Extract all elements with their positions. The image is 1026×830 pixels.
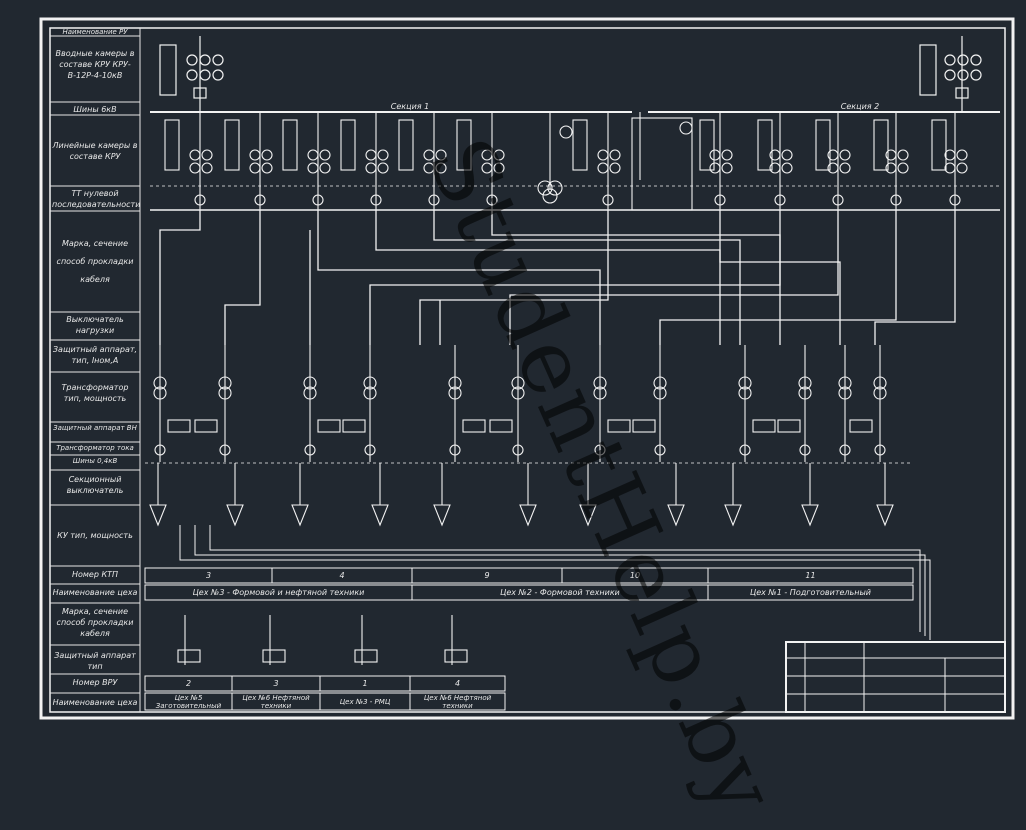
bus-section-1-label: Секция 1 — [390, 102, 430, 111]
feeder-cell — [398, 112, 447, 210]
vru-number: 1 — [362, 679, 368, 688]
inner-frame — [49, 27, 1006, 713]
feeder-cell — [873, 112, 909, 210]
ktp-unit — [738, 345, 812, 462]
label-cable: Марка, сечение способ прокладки кабеля — [56, 239, 134, 284]
label-vru-protection: Защитный аппарат тип — [54, 651, 136, 671]
ktp-table — [144, 567, 914, 601]
label-ru-name: Наименование РУ — [62, 28, 128, 36]
capacitor-bank — [876, 463, 894, 527]
label-incoming-cells: Вводные камеры в составе КРУ КРУ-В-12Р-4… — [55, 49, 135, 80]
vru-number: 4 — [454, 679, 461, 688]
bus-section-2-label: Секция 2 — [840, 102, 880, 111]
outer-frame — [39, 17, 1015, 720]
workshop-name: Цех №3 - Формовой и нефтяной техники — [192, 588, 365, 597]
capacitor-bank — [801, 463, 819, 527]
vru-workshop: Цех №3 - РМЦ — [339, 698, 391, 706]
ktp-unit — [303, 345, 377, 462]
feeder-cells — [164, 112, 968, 211]
transformer-substations — [153, 345, 887, 462]
ktp-unit — [593, 345, 667, 462]
incoming-cell-left — [159, 36, 224, 112]
vru-feed-lines — [179, 525, 931, 640]
label-load-switch: Выключатель нагрузки — [66, 315, 124, 335]
feeder-cell — [456, 112, 505, 210]
label-zero-seq-ct: ТТ нулевой последовательности — [52, 189, 141, 209]
capacitor-banks — [149, 463, 894, 527]
ktp-number: 9 — [484, 571, 490, 580]
label-vru-number: Номер ВРУ — [72, 678, 118, 687]
feeder-cell — [282, 112, 331, 210]
label-ktp-number: Номер КТП — [71, 570, 119, 579]
cable-routes — [159, 210, 956, 345]
capacitor-bank — [226, 463, 244, 527]
label-linear-cells: Линейные камеры в составе КРУ — [52, 141, 138, 161]
label-transformer: Трансформатор тип, мощность — [61, 383, 129, 403]
label-vru-workshop: Наименование цеха — [52, 698, 138, 707]
capacitor-bank — [371, 463, 389, 527]
electrical-schematic-drawing: Наименование РУ Вводные камеры в составе… — [39, 17, 1015, 830]
label-capacitor-bank: КУ тип, мощность — [57, 531, 133, 540]
label-bus-6kv: Шины 6кВ — [73, 105, 117, 114]
capacitor-bank — [149, 463, 167, 527]
feeder-cell — [757, 112, 793, 210]
title-block — [785, 641, 1006, 713]
feeder-cell — [699, 112, 733, 210]
ktp-unit — [153, 345, 232, 462]
sectional-cell — [631, 112, 693, 211]
capacitor-bank — [724, 463, 742, 527]
vru-workshop: Цех №6 Нефтяной техники — [242, 694, 310, 710]
workshop-name: Цех №1 - Подготовительный — [750, 588, 871, 597]
capacitor-bank — [433, 463, 451, 527]
vru-number: 2 — [185, 679, 192, 688]
ktp-unit — [838, 345, 887, 462]
feeder-cell — [224, 112, 273, 210]
vru-workshop: Цех №5 Заготовительный — [155, 694, 222, 710]
left-label-column — [50, 28, 141, 712]
ktp-number: 4 — [339, 571, 345, 580]
vru-number: 3 — [273, 679, 279, 688]
label-vru-cable: Марка, сечение способ прокладки кабеля — [56, 607, 134, 638]
label-hv-protection: Защитный аппарат ВН — [53, 424, 137, 432]
feeder-cell — [572, 112, 621, 210]
workshop-name: Цех №2 - Формовой техники — [500, 588, 620, 597]
ktp-unit — [448, 345, 525, 462]
label-current-transformer: Трансформатор тока — [56, 444, 134, 452]
ktp-number: 11 — [805, 571, 816, 580]
ktp-number: 3 — [205, 571, 212, 580]
capacitor-bank — [291, 463, 309, 527]
feeder-cell — [164, 112, 213, 210]
vru-workshop: Цех №6 Нефтяной техники — [423, 694, 492, 710]
schematic-svg — [39, 17, 1015, 720]
capacitor-bank — [667, 463, 685, 527]
label-protective-device: Защитный аппарат, тип, Iном,А — [52, 345, 138, 365]
bus-6kv — [150, 111, 1000, 211]
feeder-cell — [340, 112, 389, 210]
vru-table — [144, 675, 506, 711]
label-bus-0-4kv: Шины 0,4кВ — [72, 457, 118, 465]
feeder-cell — [815, 112, 851, 210]
label-workshop-name: Наименование цеха — [52, 588, 138, 597]
voltage-transformer-cell — [537, 112, 573, 204]
capacitor-bank — [519, 463, 537, 527]
incoming-cell-right — [919, 36, 982, 112]
ktp-number: 10 — [629, 571, 641, 580]
vru-feeders — [177, 615, 468, 665]
label-sectional-switch: Секционный выключатель — [66, 475, 124, 495]
feeder-cell — [931, 112, 968, 210]
capacitor-bank — [579, 463, 597, 527]
